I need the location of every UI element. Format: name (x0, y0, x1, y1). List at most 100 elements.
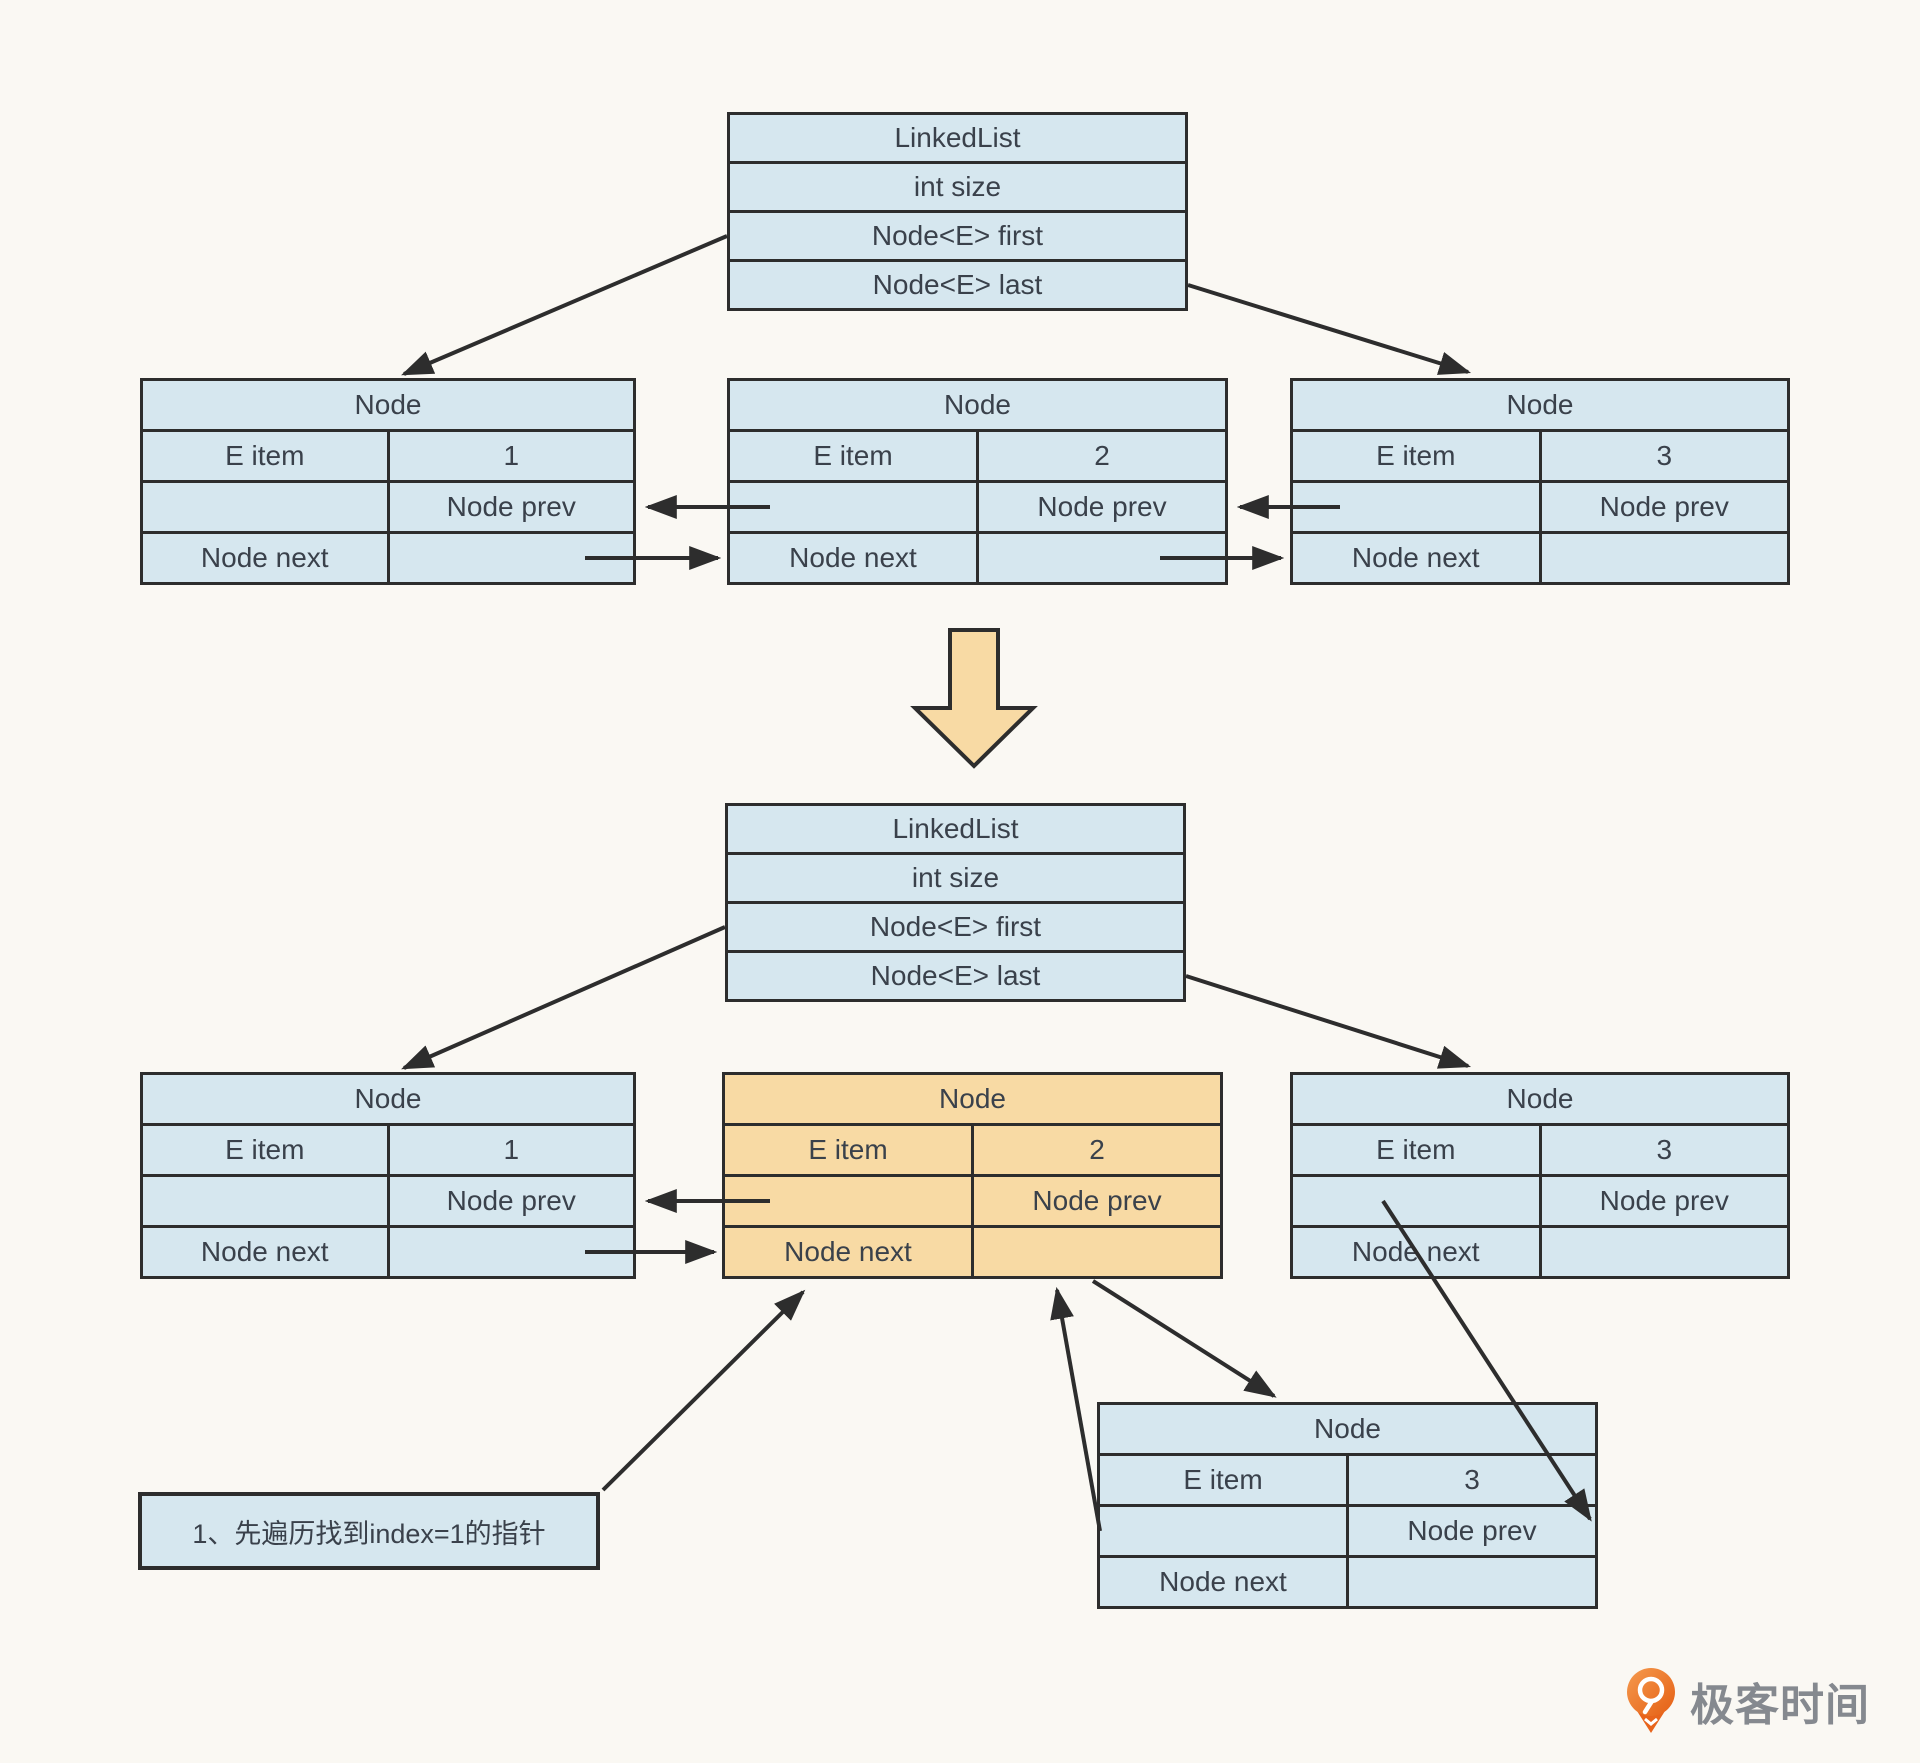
node-item-row: E item 3 (1290, 429, 1790, 483)
next-pointer-cell (386, 534, 634, 582)
prev-pointer-cell (1293, 483, 1539, 531)
prev-pointer-cell (143, 483, 387, 531)
node-header: Node (354, 1083, 422, 1114)
linkedlist-first-row: Node<E> first (727, 210, 1188, 262)
linkedlist-last-row: Node<E> last (725, 950, 1186, 1002)
field-first: Node<E> first (871, 220, 1044, 251)
item-label: E item (1183, 1464, 1263, 1495)
node-next-row: Node next (1290, 531, 1790, 585)
next-pointer-cell (971, 1228, 1220, 1276)
node-header-row: Node (1097, 1402, 1598, 1456)
node-next-row: Node next (727, 531, 1228, 585)
annotation-text: 1、先遍历找到index=1的指针 (192, 1518, 546, 1549)
next-pointer-cell (386, 1228, 634, 1276)
next-label: Node next (1351, 1236, 1480, 1267)
node-prev-row: Node prev (722, 1174, 1223, 1228)
next-pointer-cell (976, 534, 1225, 582)
node-header: Node (1506, 1083, 1574, 1114)
prev-pointer-cell (143, 1177, 387, 1225)
field-int-size: int size (911, 862, 1000, 893)
node-header: Node (939, 1083, 1006, 1114)
item-value: 3 (1538, 432, 1788, 480)
node-next-row: Node next (722, 1225, 1223, 1279)
node-prev-row: Node prev (1097, 1504, 1598, 1558)
linkedlist-title-row: LinkedList (727, 112, 1188, 164)
item-value: 2 (971, 1126, 1220, 1174)
prev-label: Node prev (1538, 1177, 1788, 1225)
prev-pointer-cell (1100, 1507, 1346, 1555)
arrow-first-to-node1-top (401, 234, 728, 376)
logo-wordmark: 极客时间 (1690, 1681, 1870, 1730)
item-label: E item (1376, 1134, 1456, 1165)
node-bottom-2-highlighted: Node E item 2 Node prev Node next (722, 1072, 1223, 1279)
linkedlist-size-row: int size (727, 161, 1188, 213)
next-pointer-cell (1538, 534, 1788, 582)
linkedlist-title: LinkedList (894, 122, 1021, 153)
item-value: 1 (386, 1126, 634, 1174)
linkedlist-title: LinkedList (892, 813, 1019, 844)
linkedlist-box-bottom: LinkedList int size Node<E> first Node<E… (725, 803, 1186, 1002)
node-item-row: E item 1 (140, 1123, 636, 1177)
node-bottom-1: Node E item 1 Node prev Node next (140, 1072, 636, 1279)
field-last: Node<E> last (870, 960, 1041, 991)
next-pointer-cell (1538, 1228, 1788, 1276)
linkedlist-box-top: LinkedList int size Node<E> first Node<E… (727, 112, 1188, 311)
next-label: Node next (789, 542, 917, 573)
node-header-row: Node (1290, 378, 1790, 432)
node-header: Node (1506, 389, 1574, 420)
arrow-node2-next-to-newnode (1091, 1279, 1277, 1398)
node-header: Node (1314, 1413, 1381, 1444)
node-header: Node (354, 389, 422, 420)
linkedlist-size-row: int size (725, 852, 1186, 904)
node-prev-row: Node prev (727, 480, 1228, 534)
prev-label: Node prev (976, 483, 1225, 531)
node-top-1: Node E item 1 Node prev Node next (140, 378, 636, 585)
arrow-annotation-to-node2-next (601, 1289, 806, 1492)
next-label: Node next (784, 1236, 912, 1267)
node-prev-row: Node prev (1290, 1174, 1790, 1228)
node-top-3: Node E item 3 Node prev Node next (1290, 378, 1790, 585)
node-header: Node (944, 389, 1011, 420)
node-prev-row: Node prev (140, 480, 636, 534)
prev-label: Node prev (386, 483, 634, 531)
logo-pin-notch (1644, 1717, 1658, 1726)
prev-label: Node prev (1538, 483, 1788, 531)
item-label: E item (808, 1134, 888, 1165)
logo-pin-tail (1637, 1711, 1665, 1733)
item-value: 1 (386, 432, 634, 480)
node-header-row: Node (722, 1072, 1223, 1126)
prev-pointer-cell (725, 1177, 971, 1225)
node-item-row: E item 1 (140, 429, 636, 483)
linkedlist-title-row: LinkedList (725, 803, 1186, 855)
prev-label: Node prev (971, 1177, 1220, 1225)
item-label: E item (225, 440, 305, 471)
item-label: E item (813, 440, 893, 471)
prev-pointer-cell (730, 483, 976, 531)
node-next-row: Node next (140, 531, 636, 585)
linkedlist-last-row: Node<E> last (727, 259, 1188, 311)
next-pointer-cell (1346, 1558, 1595, 1606)
prev-pointer-cell (1293, 1177, 1539, 1225)
node-next-row: Node next (1290, 1225, 1790, 1279)
node-header-row: Node (727, 378, 1228, 432)
arrow-newnode-prev-to-node2 (1050, 1286, 1102, 1532)
prev-label: Node prev (1346, 1507, 1595, 1555)
item-label: E item (225, 1134, 305, 1165)
node-header-row: Node (140, 378, 636, 432)
annotation-box: 1、先遍历找到index=1的指针 (138, 1492, 600, 1570)
arrow-first-to-node1-bottom (401, 925, 726, 1070)
node-header-row: Node (1290, 1072, 1790, 1126)
next-label: Node next (1159, 1566, 1287, 1597)
arrow-last-to-node3-top (1187, 283, 1472, 375)
node-next-row: Node next (140, 1225, 636, 1279)
node-prev-row: Node prev (140, 1174, 636, 1228)
logo-inner-stem (1642, 1698, 1655, 1715)
node-header-row: Node (140, 1072, 636, 1126)
item-label: E item (1376, 440, 1456, 471)
next-label: Node next (1351, 542, 1480, 573)
